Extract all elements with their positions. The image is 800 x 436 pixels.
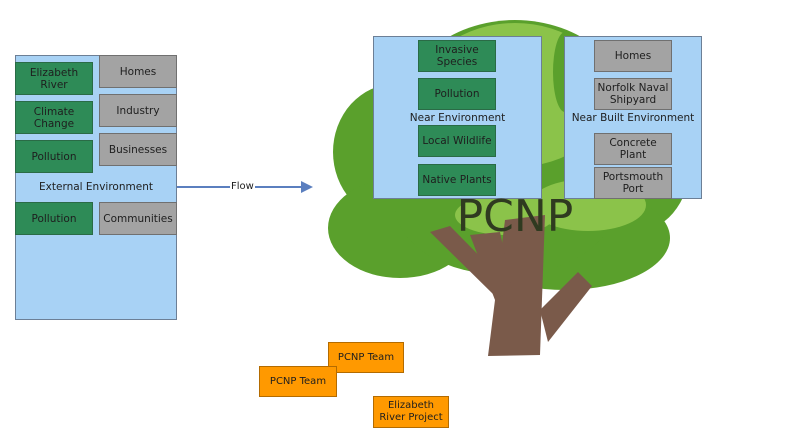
- tree-trunk: [430, 215, 592, 356]
- team-box-pcnp-team-2[interactable]: PCNP Team: [259, 366, 337, 397]
- near-item-native-plants[interactable]: Native Plants: [418, 164, 496, 196]
- team-box-elizabeth-river-project[interactable]: Elizabeth River Project: [373, 396, 449, 428]
- team-box-pcnp-team[interactable]: PCNP Team: [328, 342, 404, 373]
- near-built-environment-label: Near Built Environment: [571, 112, 695, 124]
- external-item-businesses[interactable]: Businesses: [99, 133, 177, 166]
- near-item-pollution[interactable]: Pollution: [418, 78, 496, 110]
- near-environment-label: Near Environment: [409, 112, 506, 124]
- flow-label: Flow: [230, 181, 255, 192]
- external-item-industry[interactable]: Industry: [99, 94, 177, 127]
- external-item-homes[interactable]: Homes: [99, 55, 177, 88]
- external-environment-label: External Environment: [39, 181, 153, 193]
- external-item-pollution-2[interactable]: Pollution: [15, 202, 93, 235]
- external-item-elizabeth-river[interactable]: Elizabeth River: [15, 62, 93, 95]
- built-item-homes[interactable]: Homes: [594, 40, 672, 72]
- external-item-communities[interactable]: Communities: [99, 202, 177, 235]
- near-item-local-wildlife[interactable]: Local Wildlife: [418, 125, 496, 157]
- external-item-climate-change[interactable]: Climate Change: [15, 101, 93, 134]
- built-item-norfolk-naval-shipyard[interactable]: Norfolk Naval Shipyard: [594, 78, 672, 110]
- near-item-invasive-species[interactable]: Invasive Species: [418, 40, 496, 72]
- external-item-pollution[interactable]: Pollution: [15, 140, 93, 173]
- built-item-concrete-plant[interactable]: Concrete Plant: [594, 133, 672, 165]
- built-item-portsmouth-port[interactable]: Portsmouth Port: [594, 167, 672, 199]
- tree-title: PCNP: [456, 191, 574, 242]
